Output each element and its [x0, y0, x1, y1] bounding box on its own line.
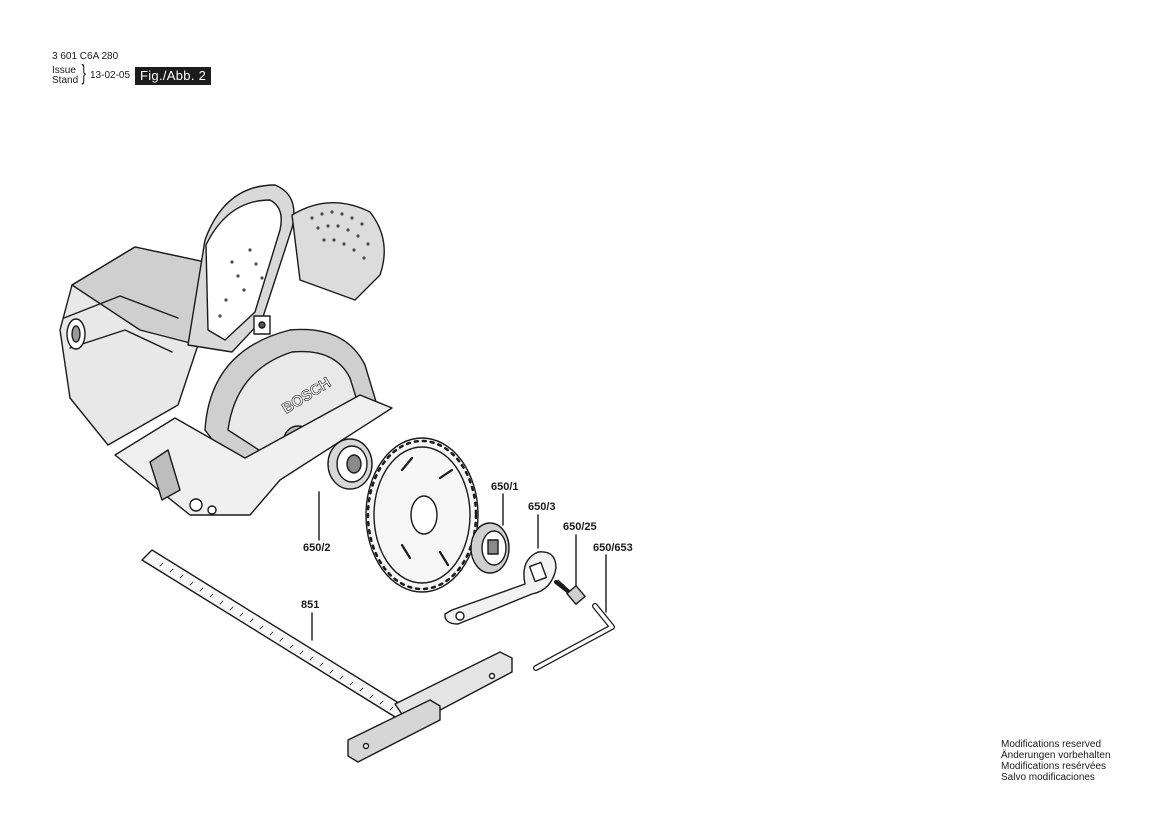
stand-label: Stand	[52, 75, 79, 86]
part-number: 3 601 C6A 280	[52, 51, 119, 62]
callout-851: 851	[301, 599, 320, 611]
notice-line: Salvo modificaciones	[1001, 772, 1095, 783]
brace-glyph: }	[81, 60, 86, 85]
spanner-part	[444, 551, 557, 625]
callout-650-1: 650/1	[491, 481, 519, 493]
outer-flange-part	[470, 522, 510, 574]
callout-650-653: 650/653	[593, 542, 633, 554]
issue-label: Issue	[52, 65, 76, 76]
figure-badge: Fig./Abb. 2	[135, 67, 212, 85]
issue-stand-labels: Issue Stand	[52, 66, 78, 86]
inner-flange-part	[327, 438, 373, 490]
issue-date: 13-02-05	[90, 70, 131, 81]
guide-rail-part	[141, 549, 513, 763]
notice-line: Änderungen vorbehalten	[1001, 750, 1111, 761]
screw-part	[554, 579, 586, 605]
callout-650-25: 650/25	[563, 521, 597, 533]
callout-650-3: 650/3	[528, 501, 556, 513]
circular-saw-illustration	[59, 184, 393, 516]
diamond-blade-part	[365, 437, 479, 593]
notice-line: Modifications reserved	[1001, 739, 1102, 750]
hex-key-part	[533, 603, 615, 671]
modifications-notice: Modifications reserved Änderungen vorbeh…	[1001, 739, 1111, 783]
notice-line: Modifications resérvées	[1001, 761, 1107, 772]
callout-650-2: 650/2	[303, 542, 331, 554]
